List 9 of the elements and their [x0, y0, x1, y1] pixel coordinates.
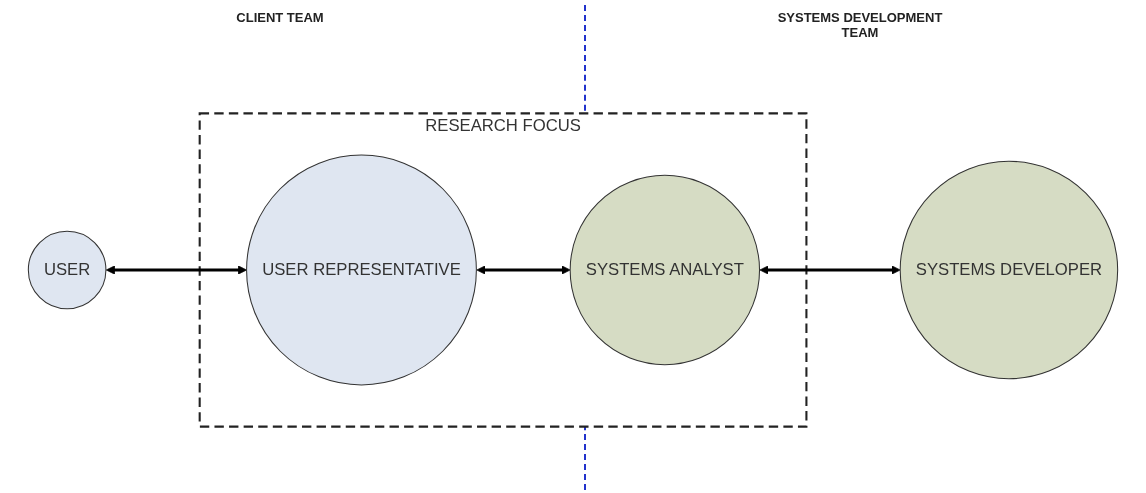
team-label: SYSTEMS DEVELOPMENT TEAM	[776, 10, 944, 40]
arrow	[476, 265, 571, 275]
node-circle: SYSTEMS ANALYST	[569, 174, 761, 366]
arrow	[105, 265, 247, 275]
arrow	[759, 265, 901, 275]
team-label: CLIENT TEAM	[235, 10, 325, 25]
node-circle: USER	[27, 230, 107, 310]
node-circle: SYSTEMS DEVELOPER	[899, 160, 1119, 380]
node-circle: USER REPRESENTATIVE	[246, 154, 477, 386]
